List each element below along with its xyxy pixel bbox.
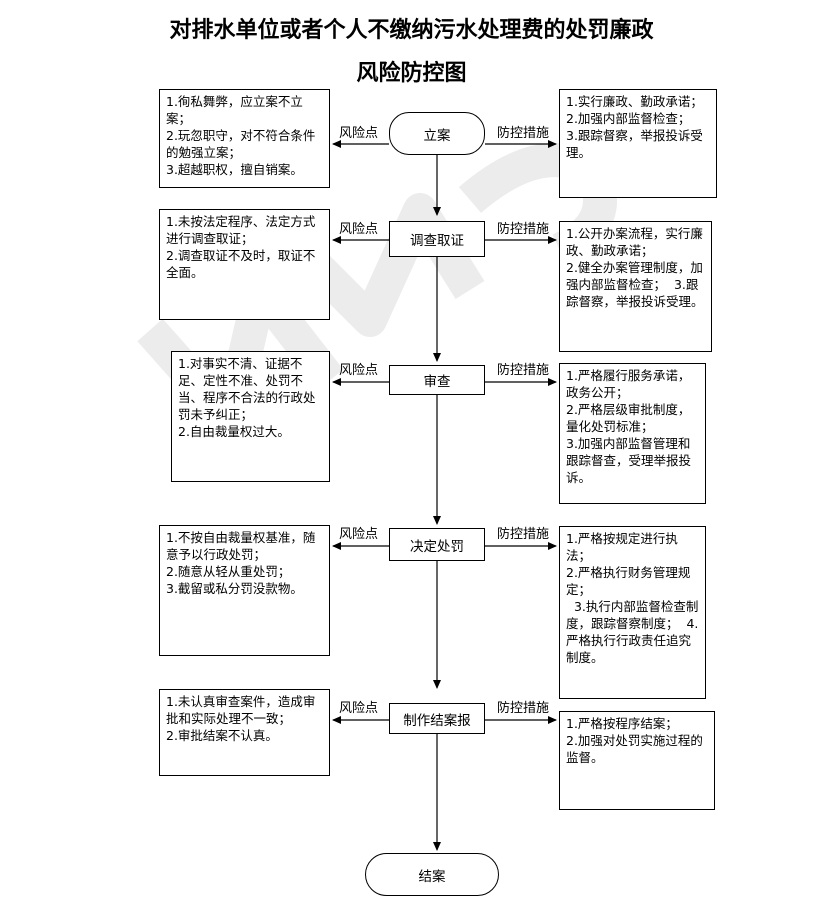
risk-box-file-case: 1.徇私舞弊，应立案不立案； 2.玩忽职守，对不符合条件的勉强立案； 3.超越职…: [159, 89, 330, 188]
control-measure-label: 防控措施: [497, 701, 550, 716]
diagram-title-line1: 对排水单位或者个人不缴纳污水处理费的处罚廉政: [169, 18, 654, 43]
step-node-investigation: 调查取证: [389, 221, 485, 257]
risk-point-label: 风险点: [339, 222, 379, 237]
step-node-decide-penalty: 决定处罚: [389, 528, 485, 561]
control-box-investigation: 1.公开办案流程，实行廉政、勤政承诺； 2.健全办案管理制度，加强内部监督检查；…: [559, 221, 712, 352]
step-node-review: 审查: [389, 365, 485, 395]
control-measure-label: 防控措施: [497, 527, 550, 542]
control-box-closing-report: 1.严格按程序结案； 2.加强对处罚实施过程的监督。: [559, 711, 715, 810]
risk-box-closing-report: 1.未认真审查案件，造成审批和实际处理不一致； 2.审批结案不认真。: [159, 689, 330, 776]
step-node-file-case: 立案: [389, 112, 485, 155]
control-box-review: 1.严格履行服务承诺，政务公开； 2.严格层级审批制度，量化处罚标准； 3.加强…: [559, 363, 706, 504]
control-box-decide-penalty: 1.严格按规定进行执法； 2.严格执行财务管理规定； 3.执行内部监督检查制度，…: [559, 526, 706, 699]
risk-box-decide-penalty: 1.不按自由裁量权基准，随意予以行政处罚； 2.随意从轻从重处罚； 3.截留或私…: [159, 525, 330, 656]
step-node-case-closed: 结案: [365, 853, 499, 896]
control-measure-label: 防控措施: [497, 222, 550, 237]
risk-box-review: 1.对事实不清、证据不足、定性不准、处罚不当、程序不合法的行政处罚未予纠正； 2…: [171, 351, 330, 482]
control-box-file-case: 1.实行廉政、勤政承诺； 2.加强内部监督检查； 3.跟踪督察，举报投诉受理。: [559, 89, 717, 198]
risk-box-investigation: 1.未按法定程序、法定方式进行调查取证； 2.调查取证不及时，取证不全面。: [159, 209, 330, 320]
risk-point-label: 风险点: [339, 126, 379, 141]
control-measure-label: 防控措施: [497, 363, 550, 378]
risk-point-label: 风险点: [339, 701, 379, 716]
risk-point-label: 风险点: [339, 363, 379, 378]
step-node-closing-report: 制作结案报: [389, 703, 485, 734]
risk-point-label: 风险点: [339, 527, 379, 542]
control-measure-label: 防控措施: [497, 126, 550, 141]
diagram-title-line2: 风险防控图: [356, 61, 467, 86]
